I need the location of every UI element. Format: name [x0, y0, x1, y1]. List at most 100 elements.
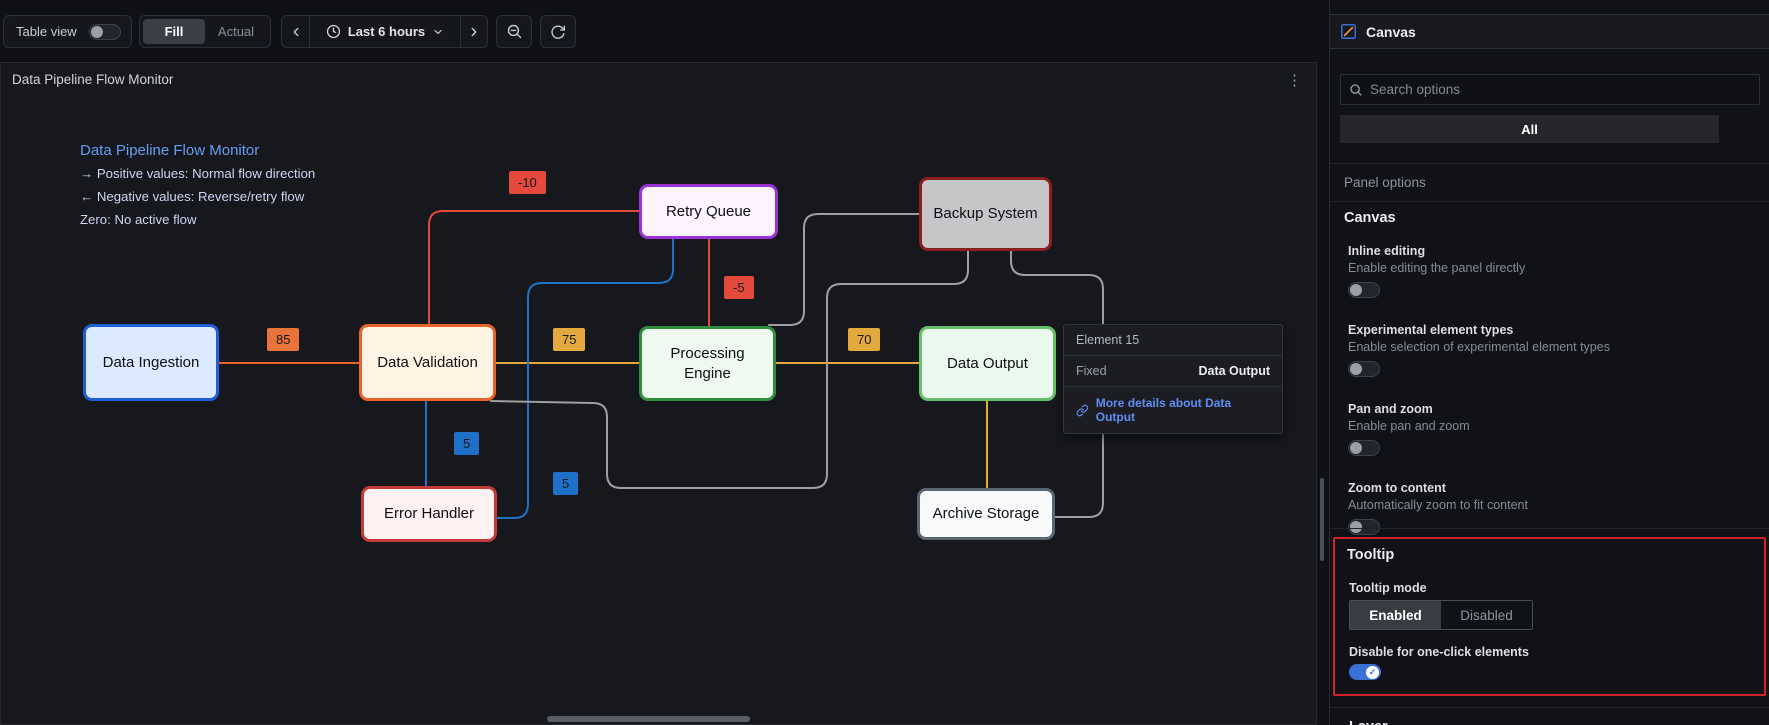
element-tooltip: Element 15 Fixed Data Output More detail…	[1063, 324, 1283, 434]
tooltip-section-heading: Tooltip	[1347, 547, 1395, 563]
tooltip-mode-label: Tooltip mode	[1349, 581, 1427, 595]
time-range-picker[interactable]: Last 6 hours	[309, 16, 460, 47]
canvas-panel-icon	[1341, 24, 1356, 39]
setting-toggle-inline-editing[interactable]	[1348, 282, 1380, 298]
canvas-title: Data Pipeline Flow Monitor	[80, 142, 260, 159]
clock-icon	[326, 24, 340, 39]
canvas-node-data-output[interactable]: Data Output	[919, 326, 1056, 401]
tooltip-link-label: More details about Data Output	[1095, 396, 1232, 424]
chevron-right-icon	[471, 27, 477, 36]
edge-value-label: -10	[509, 171, 546, 194]
search-icon	[1350, 83, 1362, 96]
tooltip-mode-disabled-option[interactable]: Disabled	[1460, 607, 1513, 623]
edge-engine-backup	[768, 213, 920, 326]
canvas-node-retry-queue[interactable]: Retry Queue	[639, 184, 778, 239]
table-view-control: Table view	[3, 15, 132, 48]
canvas-node-archive-storage[interactable]: Archive Storage	[917, 488, 1055, 540]
link-icon	[1076, 404, 1089, 416]
canvas-node-label: Data Validation	[377, 353, 478, 371]
canvas-node-label: Data Ingestion	[102, 353, 200, 371]
canvas-node-data-ingestion[interactable]: Data Ingestion	[83, 324, 219, 401]
fill-actual-switch: Fill Actual	[139, 15, 271, 48]
time-shift-back-button[interactable]	[282, 16, 309, 47]
setting-label: Pan and zoom	[1348, 402, 1433, 416]
disable-oneclick-toggle[interactable]: ✓	[1349, 664, 1381, 680]
refresh-icon	[551, 25, 565, 39]
edge-value-label: 5	[553, 472, 579, 495]
canvas-node-processing-engine[interactable]: Processing Engine	[639, 326, 776, 401]
zoom-out-button[interactable]	[496, 15, 532, 48]
canvas-options-heading: Canvas	[1344, 210, 1396, 226]
tooltip-details-link[interactable]: More details about Data Output	[1064, 387, 1282, 433]
edge-value-label: 85	[267, 328, 300, 351]
section-divider	[1330, 707, 1769, 708]
refresh-button[interactable]	[540, 15, 576, 48]
flow-edges	[218, 210, 1104, 519]
toggle-knob	[91, 25, 103, 38]
toggle-knob: ✓	[1366, 666, 1379, 679]
legend-negative: ← Negative values: Reverse/retry flow	[80, 189, 305, 204]
table-view-toggle[interactable]	[89, 23, 121, 40]
canvas-node-label: Backup System	[933, 205, 1038, 223]
time-range-label: Last 6 hours	[347, 24, 426, 39]
toggle-knob	[1350, 442, 1362, 454]
edge-validation-retry	[428, 210, 640, 325]
tooltip-row-label: Fixed	[1076, 364, 1107, 378]
edge-backup-archive	[1010, 250, 1104, 518]
panel-menu-icon[interactable]: ⋮	[1287, 72, 1302, 89]
canvas-node-data-validation[interactable]: Data Validation	[359, 324, 496, 401]
edge-retry-error	[496, 238, 674, 519]
setting-label: Experimental element types	[1348, 323, 1514, 337]
setting-toggle-experimental-element-types[interactable]	[1348, 361, 1380, 377]
time-shift-forward-button[interactable]	[460, 16, 487, 47]
canvas-node-error-handler[interactable]: Error Handler	[361, 486, 497, 542]
edge-validation-backup	[490, 250, 969, 489]
setting-description: Enable editing the panel directly	[1348, 261, 1526, 275]
tooltip-mode-enabled-option[interactable]: Enabled	[1350, 601, 1441, 629]
chevron-down-icon	[434, 29, 442, 34]
table-view-label: Table view	[16, 24, 77, 39]
tooltip-row-value: Data Output	[1198, 364, 1270, 378]
canvas-legend: Data Pipeline Flow Monitor → Positive va…	[80, 139, 315, 231]
edge-value-label: 70	[848, 328, 881, 351]
edge-value-label: -5	[724, 276, 754, 299]
tab-all[interactable]: All	[1340, 115, 1719, 143]
legend-positive: → Positive values: Normal flow direction	[80, 166, 316, 181]
toggle-knob	[1350, 284, 1362, 296]
flow-canvas: Data Pipeline Flow Monitor → Positive va…	[1, 63, 1316, 724]
setting-label: Zoom to content	[1348, 481, 1446, 495]
actual-option[interactable]: Actual	[217, 24, 255, 39]
edge-value-label: 5	[454, 432, 480, 455]
section-divider	[1330, 528, 1769, 529]
panel-vertical-scrollbar[interactable]	[1320, 478, 1324, 561]
options-sidebar: Canvas All Panel options Canvas Inline e…	[1329, 0, 1769, 725]
tooltip-mode-radio-group: Enabled Disabled	[1349, 600, 1533, 630]
fill-option[interactable]: Fill	[143, 19, 205, 44]
disable-oneclick-label: Disable for one-click elements	[1349, 645, 1529, 659]
visualization-name: Canvas	[1366, 23, 1416, 40]
panel-title: Data Pipeline Flow Monitor	[12, 72, 174, 87]
canvas-node-label: Error Handler	[383, 505, 475, 523]
panel-horizontal-scrollbar[interactable]	[547, 716, 750, 722]
tooltip-element-name: Element 15	[1064, 325, 1282, 356]
dashboard-panel: Data Pipeline Flow Monitor ⋮ Data Pipeli…	[0, 62, 1317, 725]
zoom-out-icon	[507, 24, 521, 39]
visualization-picker[interactable]: Canvas	[1330, 14, 1769, 49]
setting-label: Inline editing	[1348, 244, 1426, 258]
setting-toggle-zoom-to-content[interactable]	[1348, 519, 1380, 535]
setting-description: Automatically zoom to fit content	[1348, 498, 1528, 512]
options-filter-tabs: All	[1340, 115, 1760, 143]
canvas-node-backup-system[interactable]: Backup System	[919, 177, 1052, 251]
panel-options-section-header[interactable]: Panel options	[1330, 163, 1769, 202]
search-input[interactable]	[1370, 82, 1751, 97]
options-search	[1340, 74, 1760, 105]
canvas-node-label: Archive Storage	[932, 505, 1040, 523]
setting-toggle-pan-and-zoom[interactable]	[1348, 440, 1380, 456]
edge-value-label: 75	[553, 328, 586, 351]
